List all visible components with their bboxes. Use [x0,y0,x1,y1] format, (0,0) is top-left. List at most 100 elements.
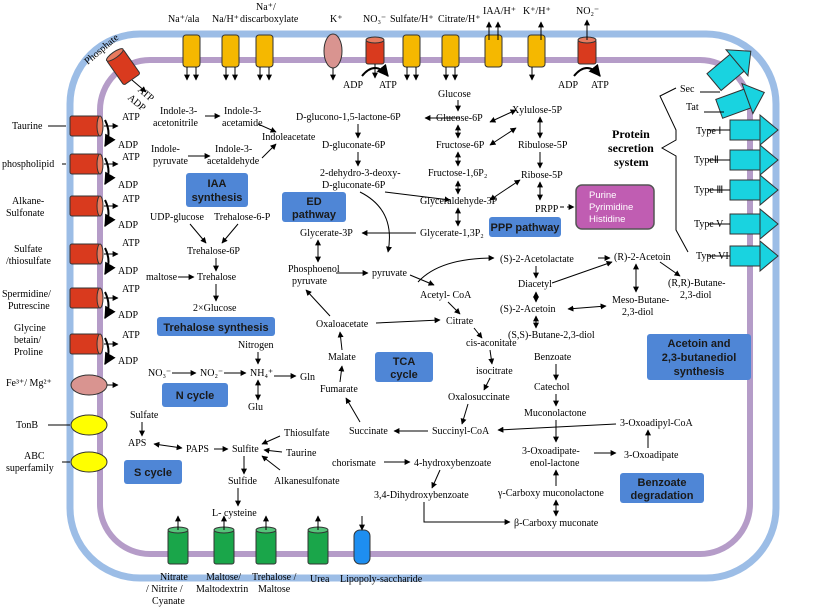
svg-text:Catechol: Catechol [534,382,570,393]
label-nitrate-3: Cyanate [152,596,185,607]
transporter-urea [307,515,329,565]
secretion-tat-icon [715,82,766,119]
secretion-type6-label: Type VI [696,251,729,262]
label-na-ala: Na⁺/ala [168,14,200,25]
secretion-title-2: secretion [608,141,654,155]
svg-text:Sulfide: Sulfide [228,476,257,487]
svg-text:chorismate: chorismate [332,458,376,469]
svg-text:3,4-Dihydroxybenzoate: 3,4-Dihydroxybenzoate [374,490,469,501]
svg-text:acetaldehyde: acetaldehyde [207,156,260,167]
svg-text:Glycerate-1,3P₂: Glycerate-1,3P₂ [420,228,484,239]
svg-text:PAPS: PAPS [186,444,209,455]
secretion-type5-label: Type V [694,219,724,230]
label-adp-glycine: ADP [118,356,138,367]
svg-text:IAA: IAA [208,178,227,190]
transporter-na-ala [182,34,201,81]
svg-text:Muconolactone: Muconolactone [524,408,587,419]
svg-text:Benzoate: Benzoate [638,477,687,489]
svg-text:Indole-3-: Indole-3- [224,106,261,117]
svg-text:Glycerate-3P: Glycerate-3P [300,228,353,239]
svg-text:Pyrimidine: Pyrimidine [589,202,633,213]
svg-text:Acetyl- CoA: Acetyl- CoA [420,290,472,301]
label-atp-no2: ATP [591,80,609,91]
left-transporters: Phosphate ATP ADP [2,32,156,474]
svg-text:(R,R)-Butane-: (R,R)-Butane- [668,278,726,289]
svg-text:3-Oxoadipate-: 3-Oxoadipate- [522,446,580,457]
box-tca-cycle: TCA cycle [375,352,433,382]
svg-text:Benzoate: Benzoate [534,352,572,363]
svg-text:Taurine: Taurine [286,448,317,459]
label-na-disc-1: Na⁺/ [256,2,276,13]
svg-text:N cycle: N cycle [176,390,215,402]
svg-text:γ-Carboxy muconolactone: γ-Carboxy muconolactone [497,488,604,499]
transporter-k-h [527,21,546,81]
svg-text:L- cysteine: L- cysteine [212,508,257,519]
label-atp-no3: ATP [379,80,397,91]
svg-text:UDP-glucose: UDP-glucose [150,212,204,223]
svg-text:Gln: Gln [300,372,315,383]
nitrogen-pathway: NO₃⁻ NO₂⁻ NH₄⁺ Nitrogen Gln Glu [148,340,315,413]
svg-text:Acetoin and: Acetoin and [668,338,731,350]
secretion-sec-label: Sec [680,84,695,95]
transporter-iaa-h [484,21,503,68]
label-tonb: TonB [16,420,38,431]
svg-text:Glucose-6P: Glucose-6P [436,113,483,124]
transporter-alkane-sulfonate [69,195,119,228]
ed-pathway: D-glucono-1,5-lactone-6P D-gluconate-6P … [296,112,460,253]
pathway-boxes: IAA synthesis Trehalose synthesis ED pat… [124,173,751,503]
svg-text:Meso-Butane-: Meso-Butane- [612,295,669,306]
svg-text:2,3-diol: 2,3-diol [680,290,712,301]
transporter-glycine-betain [69,333,119,366]
secretion-type3-label: Type Ⅲ [694,185,723,196]
transporter-spermidine [69,287,119,320]
bottom-transporters: Nitrate / Nitrite / Cyanate Maltose/ Mal… [146,515,423,607]
svg-text:acetonitrile: acetonitrile [153,118,199,129]
transporter-citrate-h [441,34,460,81]
svg-text:(S,S)-Butane-2,3-diol: (S,S)-Butane-2,3-diol [508,330,595,341]
secretion-title-1: Protein [612,127,650,141]
top-transporters: Na⁺/ala Na/H⁺ Na⁺/ discarboxylate K⁺ NO₃… [168,2,609,91]
secretion-type6-icon [729,239,779,273]
label-fe-mg: Fe³⁺/ Mg²⁺ [6,378,52,389]
label-trehalose-2: Maltose [258,584,291,595]
trehalose-pathway: UDP-glucose Trehalose-6-P Trehalose-6P m… [146,212,271,314]
svg-text:Diacetyl: Diacetyl [518,279,552,290]
svg-text:Fructose-1,6P₂: Fructose-1,6P₂ [428,168,487,179]
svg-text:D-gluconate-6P: D-gluconate-6P [322,180,386,191]
svg-text:Nitrogen: Nitrogen [238,340,274,351]
box-benzoate-degradation: Benzoate degradation [620,473,704,503]
svg-text:Glyceraldehyde-3P: Glyceraldehyde-3P [420,196,498,207]
box-iaa-synthesis: IAA synthesis [186,173,248,207]
svg-text:maltose: maltose [146,272,178,283]
svg-text:enol-lactone: enol-lactone [530,458,580,469]
transporter-tonb [48,414,108,436]
transporter-sulfate-h [402,34,421,81]
svg-text:(R)-2-Acetoin: (R)-2-Acetoin [614,252,671,263]
label-taurine: Taurine [12,121,43,132]
transporter-taurine [48,115,119,148]
svg-text:Purine: Purine [589,190,616,201]
label-abc-2: superfamily [6,463,54,474]
transporter-na-discarboxylate [255,34,274,81]
transporter-fe-mg [70,374,119,396]
transporter-k [323,33,343,81]
label-no3: NO₃⁻ [363,14,386,25]
svg-text:Glu: Glu [248,402,263,413]
svg-text:cycle: cycle [390,369,418,381]
label-atp-spermidine: ATP [122,284,140,295]
label-sulfate-h: Sulfate/H⁺ [390,14,434,25]
svg-text:PRPP: PRPP [535,204,559,215]
label-adp-alkane: ADP [118,220,138,231]
label-maltose-2: Maltodextrin [196,584,248,595]
svg-text:3-Oxoadipyl-CoA: 3-Oxoadipyl-CoA [620,418,694,429]
svg-text:2×Glucose: 2×Glucose [193,303,237,314]
svg-text:Oxalosuccinate: Oxalosuccinate [448,392,510,403]
box-purine-pyrimidine: Purine Pyrimidine Histidine [575,184,655,230]
svg-text:synthesis: synthesis [674,366,725,378]
svg-text:pyruvate: pyruvate [292,276,328,287]
svg-text:ED: ED [306,196,321,208]
svg-text:pyruvate: pyruvate [372,268,408,279]
label-alkane-1: Alkane- [12,196,44,207]
label-no2: NO₂⁻ [576,6,599,17]
label-k-h: K⁺/H⁺ [523,6,551,17]
